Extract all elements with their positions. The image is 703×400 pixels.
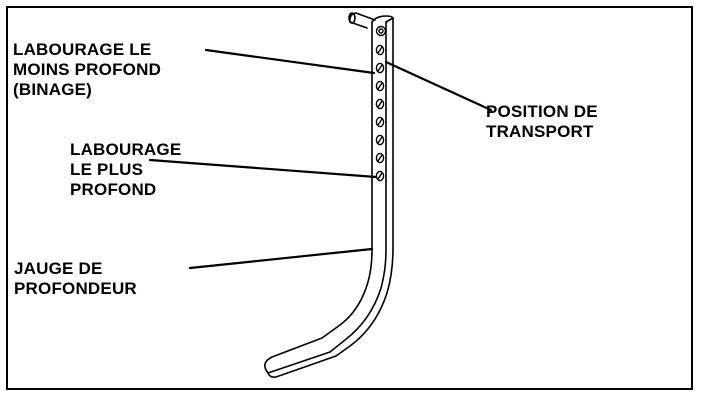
gauge-bar-inner (329, 21, 387, 353)
transport-pin-end (348, 12, 356, 24)
gauge-bar-top (371, 15, 394, 23)
gauge-bar (321, 21, 373, 339)
adjustment-hole-slot (377, 82, 383, 90)
adjustment-hole-slot (377, 46, 383, 54)
adjustment-hole (375, 80, 385, 92)
adjustment-hole (375, 98, 385, 110)
leader-deep (148, 158, 378, 179)
adjustment-hole (375, 62, 385, 74)
adjustment-hole-slot (377, 172, 383, 180)
adjustment-hole (375, 116, 385, 128)
transport-hole (375, 25, 387, 37)
label-transport-position: POSITION DE TRANSPORT (486, 102, 598, 141)
adjustment-hole-slot (377, 100, 383, 108)
gauge-bar-side (335, 17, 394, 357)
adjustment-hole (375, 44, 385, 56)
adjustment-hole (375, 134, 385, 146)
leader-transport (384, 60, 493, 112)
transport-hole-inner (378, 28, 384, 34)
adjustment-hole-slot (377, 154, 383, 162)
label-depth-gauge: JAUGE DE PROFONDEUR (14, 259, 137, 298)
gauge-foot (264, 337, 331, 374)
leader-depth-gauge (188, 247, 374, 270)
adjustment-hole-slot (377, 64, 383, 72)
label-deepest-tillage: LABOURAGE LE PLUS PROFOND (70, 140, 182, 199)
adjustment-hole-slot (377, 136, 383, 144)
label-shallow-tillage: LABOURAGE LE MOINS PROFOND (BINAGE) (13, 40, 162, 99)
leader-shallow (204, 48, 376, 75)
adjustment-hole (375, 152, 385, 164)
adjustment-hole-slot (377, 118, 383, 126)
figure-border (6, 6, 693, 390)
